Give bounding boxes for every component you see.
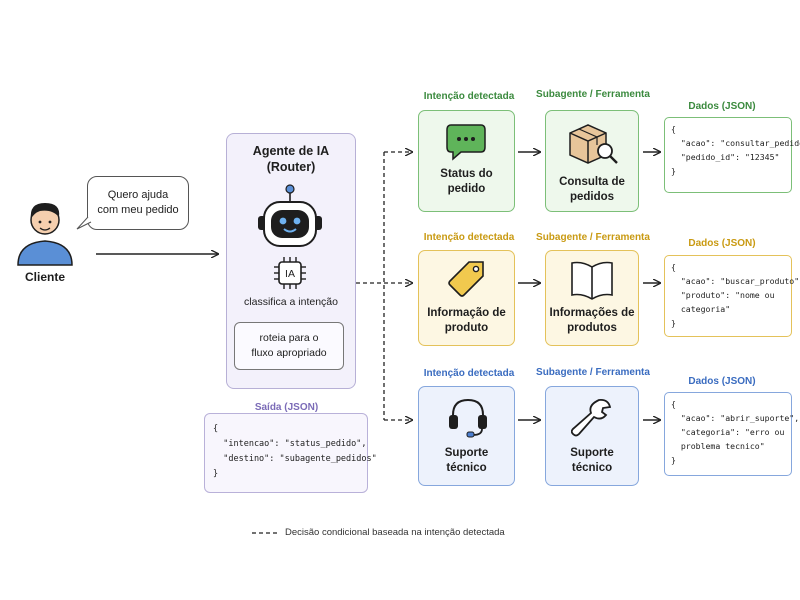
client-avatar-icon bbox=[17, 203, 73, 266]
client-speech-bubble: Quero ajuda com meu pedido bbox=[87, 176, 189, 230]
robot-icon bbox=[258, 184, 322, 247]
row1-tool-box: Consulta de pedidos bbox=[545, 110, 639, 212]
row3-tool-box: Suporte técnico bbox=[545, 386, 639, 486]
row2-intent-box: Informação de produto bbox=[418, 250, 515, 346]
open-book-icon bbox=[571, 261, 613, 300]
row3-intent-label: Suporte técnico bbox=[444, 447, 489, 474]
row1-data-header: Dados (JSON) bbox=[688, 101, 756, 112]
headset-icon bbox=[449, 398, 487, 438]
row1-intent-header: Intenção detectada bbox=[423, 91, 515, 102]
row2-tool-label: Informações de produtos bbox=[549, 307, 635, 334]
row1-tool-label: Consulta de pedidos bbox=[559, 176, 625, 203]
row1-intent-label: Status do pedido bbox=[440, 168, 493, 195]
wrench-icon bbox=[571, 398, 612, 437]
row1-intent-box: Status do pedido bbox=[418, 110, 515, 212]
bubble-text: Quero ajuda com meu pedido bbox=[97, 189, 179, 216]
client-label: Cliente bbox=[24, 270, 65, 284]
router-classify-text: classifica a intenção bbox=[244, 296, 338, 308]
row2-intent-header: Intenção detectada bbox=[423, 232, 515, 243]
row3-tool-label: Suporte técnico bbox=[570, 447, 614, 474]
row3-tool-header: Subagente / Ferramenta bbox=[536, 367, 650, 378]
legend-text: Decisão condicional baseada na intenção … bbox=[285, 527, 505, 538]
row-arrows bbox=[518, 152, 660, 420]
router-route-box: roteia para o fluxo apropriado bbox=[234, 322, 344, 370]
router-title: Agente de IA (Router) bbox=[252, 144, 330, 174]
row1-data-json: { "acao": "consultar_pedido", "pedido_id… bbox=[664, 117, 800, 193]
chat-bubble-icon bbox=[446, 124, 486, 161]
row2-data-header: Dados (JSON) bbox=[688, 238, 756, 249]
row2-tool-box: Informações de produtos bbox=[545, 250, 639, 346]
row3-data-header: Dados (JSON) bbox=[688, 376, 756, 387]
ai-chip-icon: IA bbox=[274, 257, 306, 289]
row2-intent-label: Informação de produto bbox=[427, 307, 506, 334]
row2-tool-header: Subagente / Ferramenta bbox=[536, 232, 650, 243]
bubble-tail-icon bbox=[76, 216, 92, 230]
row3-intent-box: Suporte técnico bbox=[418, 386, 515, 486]
price-tag-icon bbox=[448, 261, 484, 297]
router-route-text: roteia para o fluxo apropriado bbox=[251, 332, 327, 359]
conditional-branch-lines bbox=[356, 152, 412, 420]
row3-data-json: { "acao": "abrir_suporte", "categoria": … bbox=[664, 392, 799, 476]
chip-label: IA bbox=[285, 268, 295, 280]
output-json-title: Saída (JSON) bbox=[254, 402, 319, 413]
output-json-box: { "intencao": "status_pedido", "destino"… bbox=[204, 413, 377, 493]
row2-data-json: { "acao": "buscar_produto", "produto": "… bbox=[664, 255, 800, 337]
row3-intent-header: Intenção detectada bbox=[423, 368, 515, 379]
row1-tool-header: Subagente / Ferramenta bbox=[536, 89, 650, 100]
package-search-icon bbox=[569, 124, 618, 164]
